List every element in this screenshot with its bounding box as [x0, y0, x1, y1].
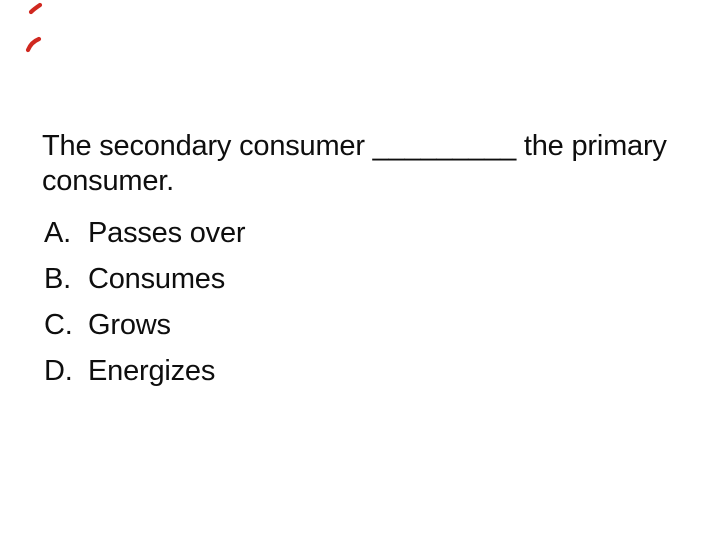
answer-options: A. Passes over B. Consumes C. Grows D. E… — [44, 210, 246, 394]
red-pen-marks — [25, 2, 43, 53]
answer-option-a[interactable]: A. Passes over — [44, 210, 246, 256]
red-pen-mark — [25, 36, 42, 53]
question-text: The secondary consumer _________ the pri… — [42, 129, 667, 199]
question-line-2: consumer. — [42, 165, 174, 197]
option-letter: C. — [44, 309, 73, 341]
option-label: Consumes — [88, 263, 226, 295]
option-letter: A. — [44, 217, 71, 249]
answer-option-b[interactable]: B. Consumes — [44, 256, 245, 302]
answer-option-d[interactable]: D. Energizes — [44, 348, 245, 394]
option-label: Grows — [88, 309, 171, 341]
option-label: Passes over — [88, 217, 246, 249]
option-letter: D. — [44, 355, 73, 387]
question-line-1: The secondary consumer _________ the pri… — [42, 130, 667, 162]
option-label: Energizes — [88, 355, 216, 387]
answer-option-c[interactable]: C. Grows — [44, 302, 245, 348]
red-pen-mark — [28, 2, 43, 15]
option-letter: B. — [44, 263, 71, 295]
